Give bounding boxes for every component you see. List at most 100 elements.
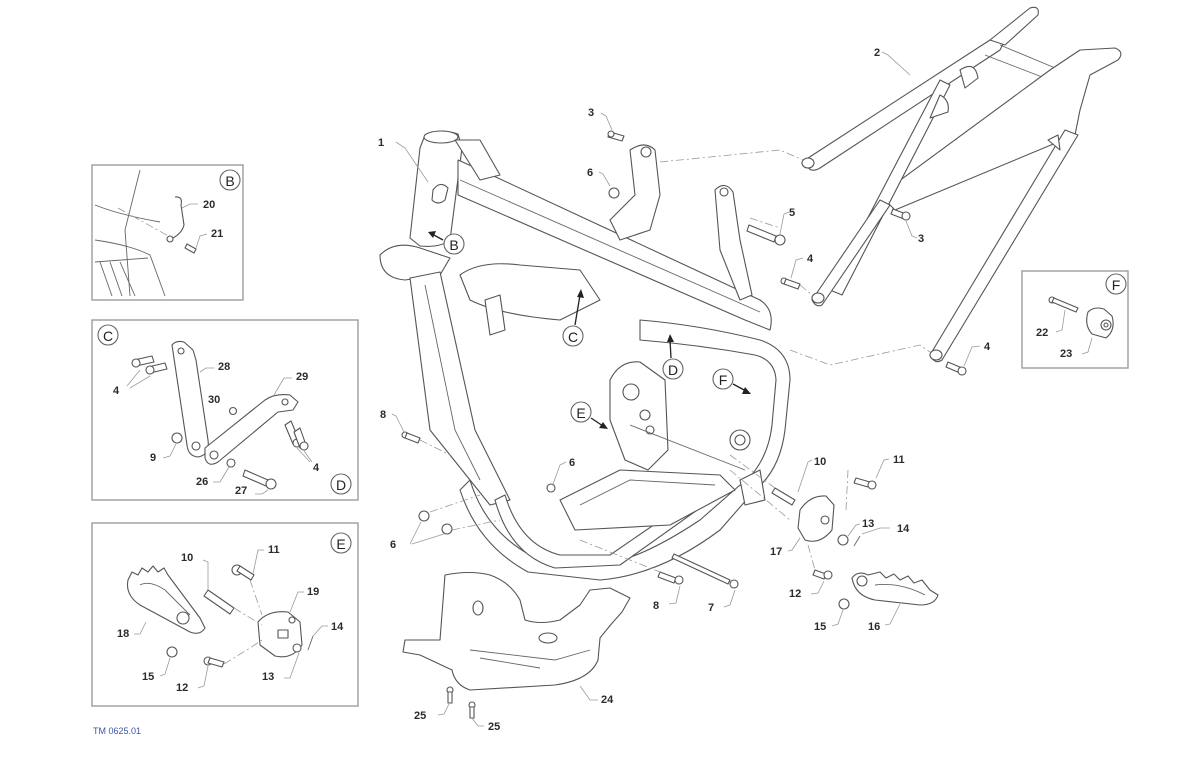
nut-part-6-mid	[546, 483, 556, 493]
screw-part-12-e	[203, 656, 225, 668]
detail-box-e: E 18 15 10 11 19	[91, 522, 359, 707]
clip-part-15-main	[838, 598, 850, 610]
bracket-part-19	[257, 611, 303, 658]
label-4-c-left: 4	[113, 385, 120, 397]
bolt-part-25-b	[468, 701, 476, 719]
svg-text:F: F	[719, 372, 728, 388]
label-23: 23	[1060, 348, 1072, 360]
label-6-mid: 6	[569, 457, 575, 469]
label-15-main: 15	[814, 621, 826, 633]
label-8-lower: 8	[653, 600, 659, 612]
main-frame-part-1	[379, 130, 791, 581]
label-13-main: 13	[862, 518, 874, 530]
align-line-subframe-upper	[659, 149, 804, 163]
pin-part-10	[203, 589, 235, 615]
nut-part-9	[171, 432, 183, 444]
pin-part-10-main	[771, 487, 796, 506]
label-12-main: 12	[789, 588, 801, 600]
spring-part-14-e	[307, 635, 314, 651]
bracket-part-17	[797, 495, 835, 542]
detail-box-c: C D 4 28 29 30	[91, 319, 359, 501]
detail-box-b: 20 21 B	[91, 164, 244, 301]
nut-part-30	[228, 406, 238, 416]
footpeg-part-16	[851, 571, 939, 606]
callout-e-box: E	[330, 532, 352, 554]
bolt-part-3-top	[607, 130, 625, 142]
label-22: 22	[1036, 327, 1048, 339]
bolts-part-4-right	[284, 420, 309, 451]
label-19: 19	[307, 586, 319, 598]
label-30: 30	[208, 394, 220, 406]
svg-text:D: D	[336, 477, 346, 493]
bolt-part-8-lower	[657, 571, 684, 585]
label-3-top: 3	[588, 107, 594, 119]
callout-d-box: D	[330, 473, 352, 495]
nut-part-6-top	[608, 187, 620, 199]
align-line-bolt-5	[749, 217, 781, 229]
label-4-lower: 4	[984, 341, 991, 353]
frame-sketch-b	[94, 169, 173, 297]
subframe-part-2	[801, 6, 1122, 363]
bolt-part-7	[671, 553, 739, 589]
bolt-part-25-a	[446, 686, 454, 704]
callout-b-main: B	[428, 231, 465, 255]
label-2: 2	[874, 47, 880, 59]
screw-part-21	[184, 243, 197, 254]
label-9: 9	[150, 452, 156, 464]
bolt-part-11-main	[853, 477, 877, 490]
label-3-right: 3	[918, 233, 924, 245]
washer-part-13-e	[292, 643, 302, 653]
bolts-part-4-left	[131, 355, 168, 375]
svg-text:D: D	[668, 362, 678, 378]
reference-code: TM 0625.01	[93, 726, 142, 736]
label-10-main: 10	[814, 456, 826, 468]
label-5: 5	[789, 207, 795, 219]
callout-f-box: F	[1105, 273, 1127, 295]
label-15-e: 15	[142, 671, 154, 683]
callout-c-box: C	[97, 324, 119, 346]
svg-text:C: C	[568, 329, 578, 345]
bolt-part-3-right	[890, 208, 911, 221]
label-24: 24	[601, 694, 614, 706]
label-14-e: 14	[331, 621, 344, 633]
label-25-a: 25	[414, 710, 426, 722]
svg-text:E: E	[336, 536, 345, 552]
align-line-bolt-4	[799, 284, 813, 296]
label-26: 26	[196, 476, 208, 488]
svg-text:E: E	[576, 405, 585, 421]
svg-text:F: F	[1112, 277, 1121, 293]
label-4-mid: 4	[807, 253, 814, 265]
bushing-part-23	[1086, 307, 1114, 339]
bolt-part-4-mid	[780, 277, 801, 290]
bracket-part-28	[171, 340, 209, 458]
washer-part-13-main	[837, 534, 849, 546]
label-16: 16	[868, 621, 880, 633]
label-21: 21	[211, 228, 223, 240]
label-1: 1	[378, 137, 384, 149]
callout-f-main: F	[712, 368, 751, 394]
label-17: 17	[770, 546, 782, 558]
label-20: 20	[203, 199, 215, 211]
label-14-main: 14	[897, 523, 910, 535]
label-13-e: 13	[262, 671, 274, 683]
label-11-main: 11	[893, 454, 905, 466]
label-28: 28	[218, 361, 230, 373]
bolt-part-22	[1048, 296, 1079, 313]
svg-text:B: B	[225, 173, 234, 189]
spring-part-14-main	[853, 535, 861, 547]
bolt-part-5	[746, 224, 786, 246]
label-27: 27	[235, 485, 247, 497]
label-18: 18	[117, 628, 129, 640]
callout-b-box: B	[219, 169, 241, 191]
label-7: 7	[708, 602, 714, 614]
washer-part-26	[226, 458, 236, 468]
label-29: 29	[296, 371, 308, 383]
bolt-part-4-lower	[945, 361, 967, 376]
label-8-upper: 8	[380, 409, 386, 421]
callout-d-main: D	[662, 334, 684, 380]
svg-text:B: B	[449, 237, 458, 253]
label-6-lower: 6	[390, 539, 396, 551]
label-10-e: 10	[181, 552, 193, 564]
nut-part-6-lower-a	[418, 510, 430, 522]
